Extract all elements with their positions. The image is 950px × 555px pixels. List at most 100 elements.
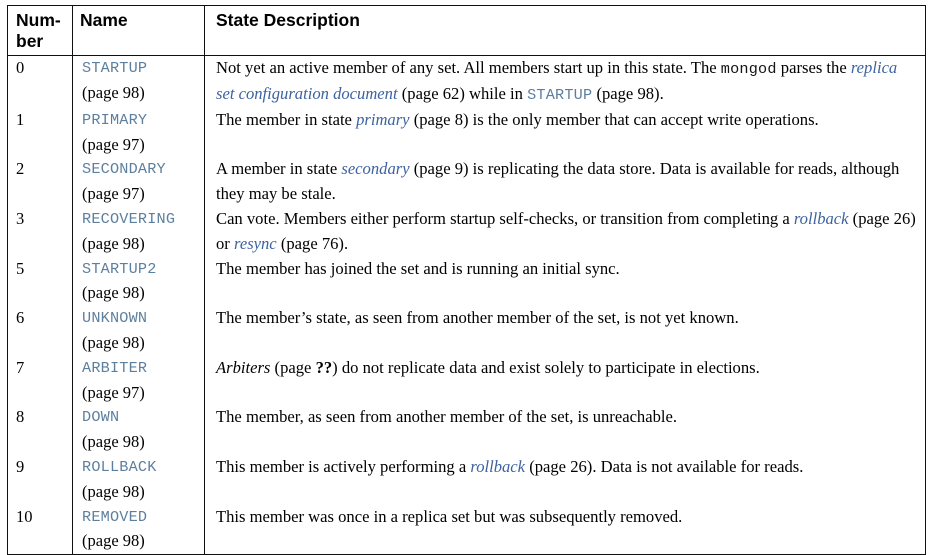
state-name-link[interactable]: UNKNOWN xyxy=(82,309,148,328)
state-page-reference: (page 97) xyxy=(82,184,145,204)
state-page-reference: (page 98) xyxy=(82,481,145,501)
table-row: 5 STARTUP2 (page 98) The member has joined … xyxy=(7,256,926,307)
cell-state-description: A member in state secondary (page 9) is … xyxy=(204,157,926,208)
state-number: 7 xyxy=(16,357,25,377)
cell-number: 9 xyxy=(7,455,73,505)
state-name-link[interactable]: REMOVED xyxy=(82,507,148,526)
inline-cross-reference-link[interactable]: rollback xyxy=(793,209,849,229)
inline-cross-reference-link[interactable]: resync xyxy=(233,233,277,253)
state-page-reference: (page 98) xyxy=(82,283,145,303)
state-name-link[interactable]: RECOVERING xyxy=(82,210,176,229)
header-row: Num- ber Name State Description xyxy=(7,5,926,57)
state-description-text: This member is actively performing a rol… xyxy=(216,457,804,477)
cell-number: 0 xyxy=(7,55,73,108)
state-page-reference: (page 98) xyxy=(82,531,145,551)
table-row: 3 RECOVERING (page 98) Can vote. Members ei… xyxy=(7,207,926,257)
table-row: 8 DOWN (page 98) The member, as seen from a… xyxy=(7,405,926,456)
state-name-link[interactable]: SECONDARY xyxy=(82,160,166,179)
state-name-link[interactable]: STARTUP2 xyxy=(82,259,157,278)
cell-number: 8 xyxy=(7,405,73,456)
cell-number: 2 xyxy=(7,157,73,208)
cell-name: UNKNOWN (page 98) xyxy=(72,306,205,356)
state-name-block: UNKNOWN (page 98) xyxy=(73,306,204,356)
state-name-link[interactable]: ARBITER xyxy=(82,358,148,377)
state-name-block: ARBITER (page 97) xyxy=(73,356,204,406)
state-page-reference: (page 98) xyxy=(82,333,145,353)
table-header: Num- ber Name State Description xyxy=(7,5,926,57)
cell-state-description: The member in state primary (page 8) is … xyxy=(204,107,926,158)
state-number: 9 xyxy=(16,457,25,477)
table-row: 1 PRIMARY (page 97) The member in state pri… xyxy=(7,107,926,158)
inline-cross-reference-link[interactable]: primary xyxy=(356,109,410,129)
inline-cross-reference-link[interactable]: rollback xyxy=(470,457,526,477)
state-number: 1 xyxy=(16,109,25,129)
column-header-number-line2: ber xyxy=(16,30,44,51)
cell-name: SECONDARY (page 97) xyxy=(72,157,205,208)
state-page-reference: (page 97) xyxy=(82,382,145,402)
state-description-text: Arbiters (page ??) do not replicate data… xyxy=(216,357,760,377)
cell-state-description: The member’s state, as seen from another… xyxy=(204,306,926,356)
state-name-block: PRIMARY (page 97) xyxy=(73,108,204,158)
state-name-block: STARTUP2 (page 98) xyxy=(73,257,204,307)
cell-state-description: Arbiters (page ??) do not replicate data… xyxy=(204,355,926,406)
state-number: 3 xyxy=(16,209,25,229)
cell-state-description: This member is actively performing a rol… xyxy=(204,455,926,505)
inline-state-literal[interactable]: STARTUP xyxy=(527,86,593,105)
cell-number: 10 xyxy=(7,504,73,555)
cell-name: RECOVERING (page 98) xyxy=(72,207,205,257)
state-number: 6 xyxy=(16,308,25,328)
state-number: 5 xyxy=(16,258,25,278)
table-row: 7 ARBITER (page 97) Arbiters (page ??) do n… xyxy=(7,355,926,406)
cell-name: STARTUP2 (page 98) xyxy=(72,256,205,307)
cell-state-description: The member, as seen from another member … xyxy=(204,405,926,456)
inline-emphasis: Arbiters xyxy=(216,357,271,377)
cell-name: PRIMARY (page 97) xyxy=(72,107,205,158)
state-page-reference: (page 97) xyxy=(82,134,145,154)
cell-state-description: The member has joined the set and is run… xyxy=(204,256,926,307)
state-name-block: SECONDARY (page 97) xyxy=(73,157,204,207)
state-description-text: The member in state primary (page 8) is … xyxy=(216,109,819,129)
column-header-state-description: State Description xyxy=(204,5,926,57)
state-description-text: Can vote. Members either perform startup… xyxy=(216,209,916,253)
state-name-block: DOWN (page 98) xyxy=(73,405,204,455)
state-name-link[interactable]: DOWN xyxy=(82,408,120,427)
cell-name: REMOVED (page 98) xyxy=(72,504,205,555)
cell-number: 5 xyxy=(7,256,73,307)
cell-state-description: Can vote. Members either perform startup… xyxy=(204,207,926,257)
inline-cross-reference-link[interactable]: secondary xyxy=(341,159,410,179)
state-description-text: The member has joined the set and is run… xyxy=(216,258,620,278)
table-row: 6 UNKNOWN (page 98) The member’s state, as … xyxy=(7,306,926,356)
cell-state-description: This member was once in a replica set bu… xyxy=(204,504,926,555)
state-description-text: This member was once in a replica set bu… xyxy=(216,506,683,526)
state-page-reference: (page 98) xyxy=(82,233,145,253)
column-header-number-line1: Num- xyxy=(16,10,61,30)
state-description-text: A member in state secondary (page 9) is … xyxy=(216,159,900,204)
state-name-block: REMOVED (page 98) xyxy=(73,505,204,555)
cell-number: 1 xyxy=(7,107,73,158)
table-row: 9 ROLLBACK (page 98) This member is activel… xyxy=(7,455,926,505)
state-page-reference: (page 98) xyxy=(82,432,145,452)
state-name-block: RECOVERING (page 98) xyxy=(73,207,204,257)
state-description-text: Not yet an active member of any set. All… xyxy=(216,58,898,105)
cell-number: 7 xyxy=(7,355,73,406)
table-row: 10 REMOVED (page 98) This member was once i… xyxy=(7,504,926,555)
state-name-link[interactable]: ROLLBACK xyxy=(82,458,157,477)
state-page-reference: (page 98) xyxy=(82,83,145,103)
inline-cross-reference-link[interactable]: replica set configuration document xyxy=(216,58,898,104)
state-name-link[interactable]: PRIMARY xyxy=(82,110,148,129)
cell-name: ARBITER (page 97) xyxy=(72,355,205,406)
column-header-name: Name xyxy=(72,5,205,57)
state-name-link[interactable]: STARTUP xyxy=(82,59,148,78)
state-number: 2 xyxy=(16,159,25,179)
inline-broken-reference: ?? xyxy=(315,357,333,377)
state-number: 10 xyxy=(16,506,33,526)
cell-name: ROLLBACK (page 98) xyxy=(72,455,205,505)
state-name-block: ROLLBACK (page 98) xyxy=(73,455,204,505)
column-header-number: Num- ber xyxy=(7,5,73,57)
state-number: 0 xyxy=(16,58,25,78)
cell-number: 6 xyxy=(7,306,73,356)
